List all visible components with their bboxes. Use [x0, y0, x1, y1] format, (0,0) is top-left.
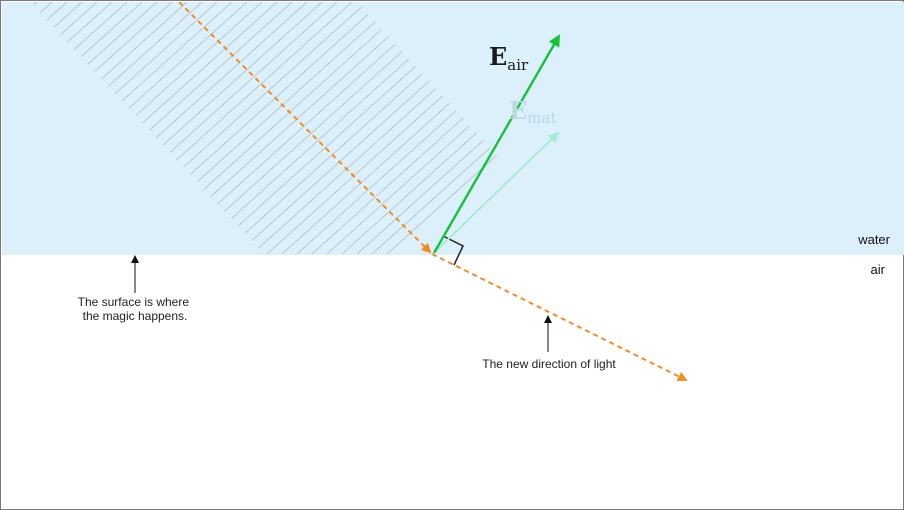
refracted-ray — [431, 253, 688, 381]
upper-medium — [2, 2, 904, 255]
right-angle-mark — [442, 235, 464, 266]
upper-medium-label: water — [857, 232, 890, 247]
e-air-label: Eair — [489, 42, 529, 74]
hatch-line — [30, 2, 143, 254]
surface-note: The surface is where the magic happens. — [78, 295, 193, 323]
e-mat-label: Emat — [509, 96, 557, 127]
hatch-line — [30, 2, 128, 254]
e-mat-vector — [433, 131, 560, 254]
e-air-vector — [432, 34, 561, 254]
direction-note: The new direction of light — [482, 357, 616, 371]
lower-medium-label: air — [871, 262, 886, 277]
hatch-line — [30, 2, 158, 254]
